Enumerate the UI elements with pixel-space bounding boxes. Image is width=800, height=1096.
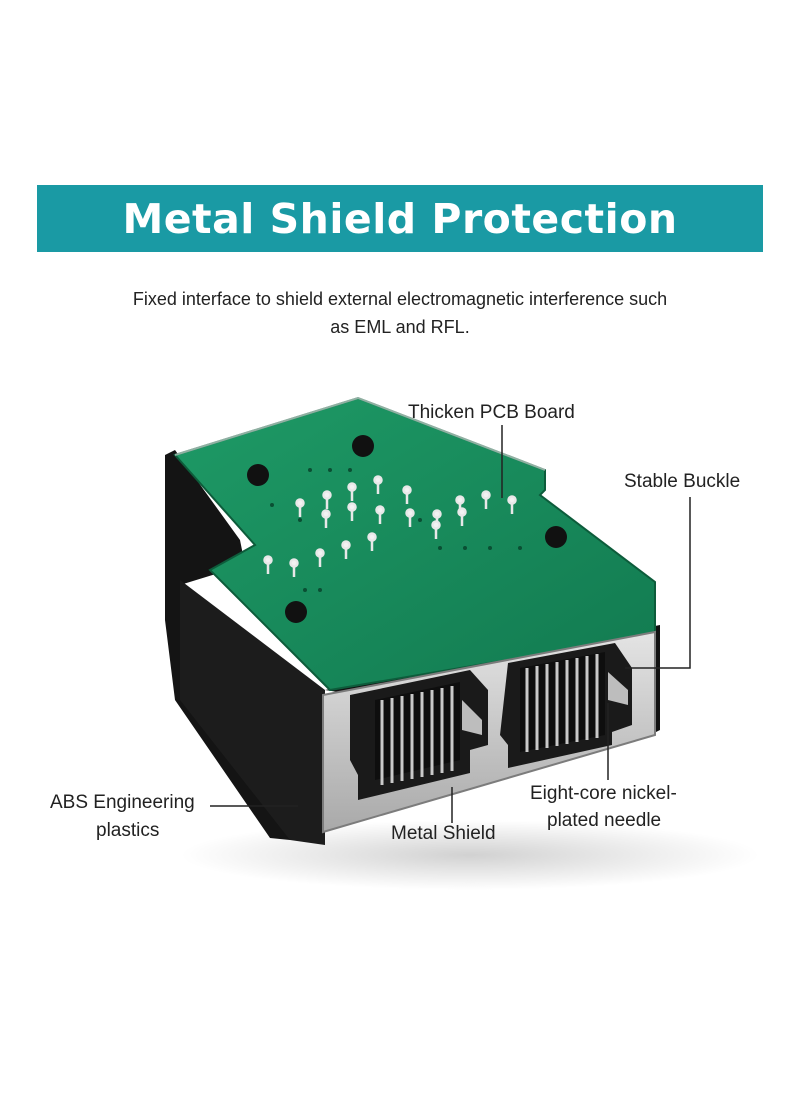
callout-needle-line-1: Eight-core nickel- xyxy=(530,783,677,804)
screw-icon xyxy=(247,464,269,486)
contact-pins-port-1 xyxy=(380,686,454,785)
rj45-port-2 xyxy=(500,643,632,768)
screw-icon xyxy=(352,435,374,457)
pcb-vias xyxy=(270,468,522,592)
page-title: Metal Shield Protection xyxy=(122,194,678,243)
callout-metal-shield: Metal Shield xyxy=(391,823,496,844)
rj45-port-1 xyxy=(350,670,488,800)
title-banner: Metal Shield Protection xyxy=(37,185,763,252)
pin-row-2 xyxy=(321,502,467,528)
leader-buckle xyxy=(625,497,691,669)
callout-leaders xyxy=(210,425,691,823)
screw-icon xyxy=(285,601,307,623)
callout-pcb-board: Thicken PCB Board xyxy=(408,402,575,423)
callout-stable-buckle: Stable Buckle xyxy=(624,471,741,492)
pcb-pins xyxy=(263,475,517,577)
description: Fixed interface to shield external elect… xyxy=(80,285,720,341)
pin-row-1 xyxy=(295,475,517,517)
callout-abs-line-2: plastics xyxy=(96,820,160,841)
mounting-screws xyxy=(247,435,567,623)
pcb-top-edge xyxy=(174,396,546,471)
description-line-1: Fixed interface to shield external elect… xyxy=(132,289,668,309)
callout-needle-line-2: plated needle xyxy=(547,810,662,831)
description-line-2: as EML and RFL. xyxy=(330,317,470,337)
screw-icon xyxy=(545,526,567,548)
contact-pins-port-2 xyxy=(525,654,599,752)
rj45-splitter-illustration xyxy=(165,396,760,890)
callout-abs-line-1: ABS Engineering xyxy=(50,792,195,813)
pin-row-3 xyxy=(263,520,441,577)
housing-front-block xyxy=(180,580,325,845)
